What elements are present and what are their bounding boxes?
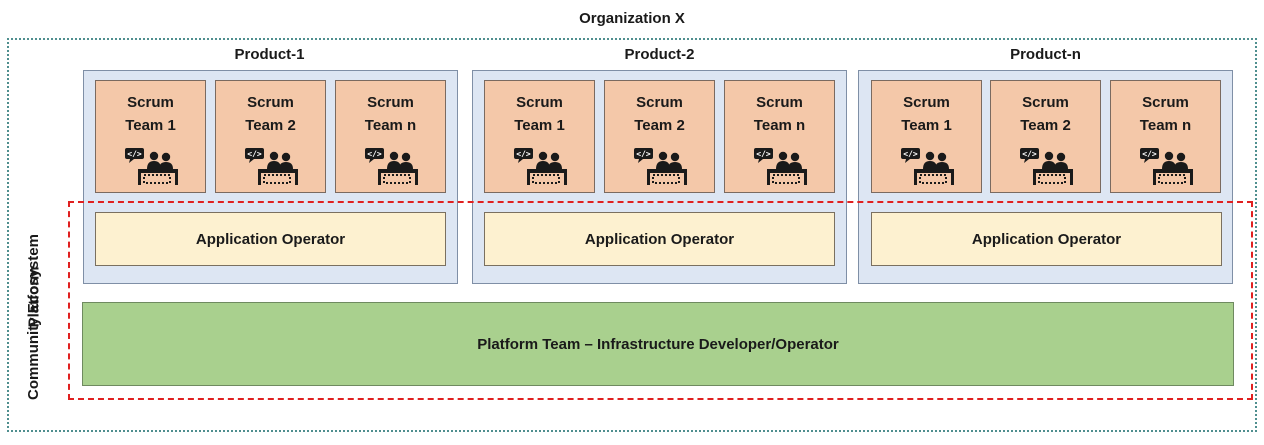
scrum-label: Scrum (1142, 94, 1189, 111)
svg-text:</>: </> (247, 150, 262, 159)
svg-text:</>: </> (1142, 150, 1157, 159)
svg-text:</>: </> (127, 150, 142, 159)
scrum-label: Scrum (367, 94, 414, 111)
developers-at-desk-icon: </> (754, 148, 807, 185)
organization-title: Organization X (579, 10, 685, 27)
team-label: Team 1 (901, 117, 952, 134)
svg-text:</>: </> (516, 150, 531, 159)
svg-text:</>: </> (903, 150, 918, 159)
svg-text:</>: </> (756, 150, 771, 159)
ecosystem-label: Platform Community Ecosystem (2, 232, 66, 400)
product-1-title: Product-1 (234, 46, 305, 63)
developers-at-desk-icon: </> (125, 148, 178, 185)
scrum-label: Scrum (756, 94, 803, 111)
team-label: Team 2 (245, 117, 296, 134)
scrum-label: Scrum (127, 94, 174, 111)
svg-text:</>: </> (367, 150, 382, 159)
product-2-title: Product-2 (624, 46, 695, 63)
organization-boundary (7, 38, 1257, 432)
developers-at-desk-icon: </> (634, 148, 687, 185)
team-label: Team n (364, 117, 417, 134)
team-label: Team 1 (514, 117, 565, 134)
product-n-title: Product-n (1010, 46, 1081, 63)
developers-at-desk-icon: </> (1140, 148, 1193, 185)
scrum-label: Scrum (636, 94, 683, 111)
developers-at-desk-icon: </> (514, 148, 567, 185)
ecosystem-label-line2: Community Ecosystem (25, 234, 43, 400)
team-label: Team n (1139, 117, 1192, 134)
svg-text:</>: </> (636, 150, 651, 159)
product-1-application-operator: Application Operator (95, 212, 446, 266)
product-n-application-operator: Application Operator (871, 212, 1222, 266)
team-label: Team n (753, 117, 806, 134)
developers-at-desk-icon: </> (365, 148, 418, 185)
developers-at-desk-icon: </> (245, 148, 298, 185)
team-label: Team 2 (1020, 117, 1071, 134)
scrum-label: Scrum (516, 94, 563, 111)
team-label: Team 2 (634, 117, 685, 134)
developers-at-desk-icon: </> (1020, 148, 1073, 185)
scrum-label: Scrum (247, 94, 294, 111)
product-2-application-operator: Application Operator (484, 212, 835, 266)
developers-at-desk-icon: </> (901, 148, 954, 185)
scrum-label: Scrum (1022, 94, 1069, 111)
svg-text:</>: </> (1022, 150, 1037, 159)
platform-team-box: Platform Team – Infrastructure Developer… (82, 302, 1234, 386)
team-label: Team 1 (125, 117, 176, 134)
scrum-label: Scrum (903, 94, 950, 111)
